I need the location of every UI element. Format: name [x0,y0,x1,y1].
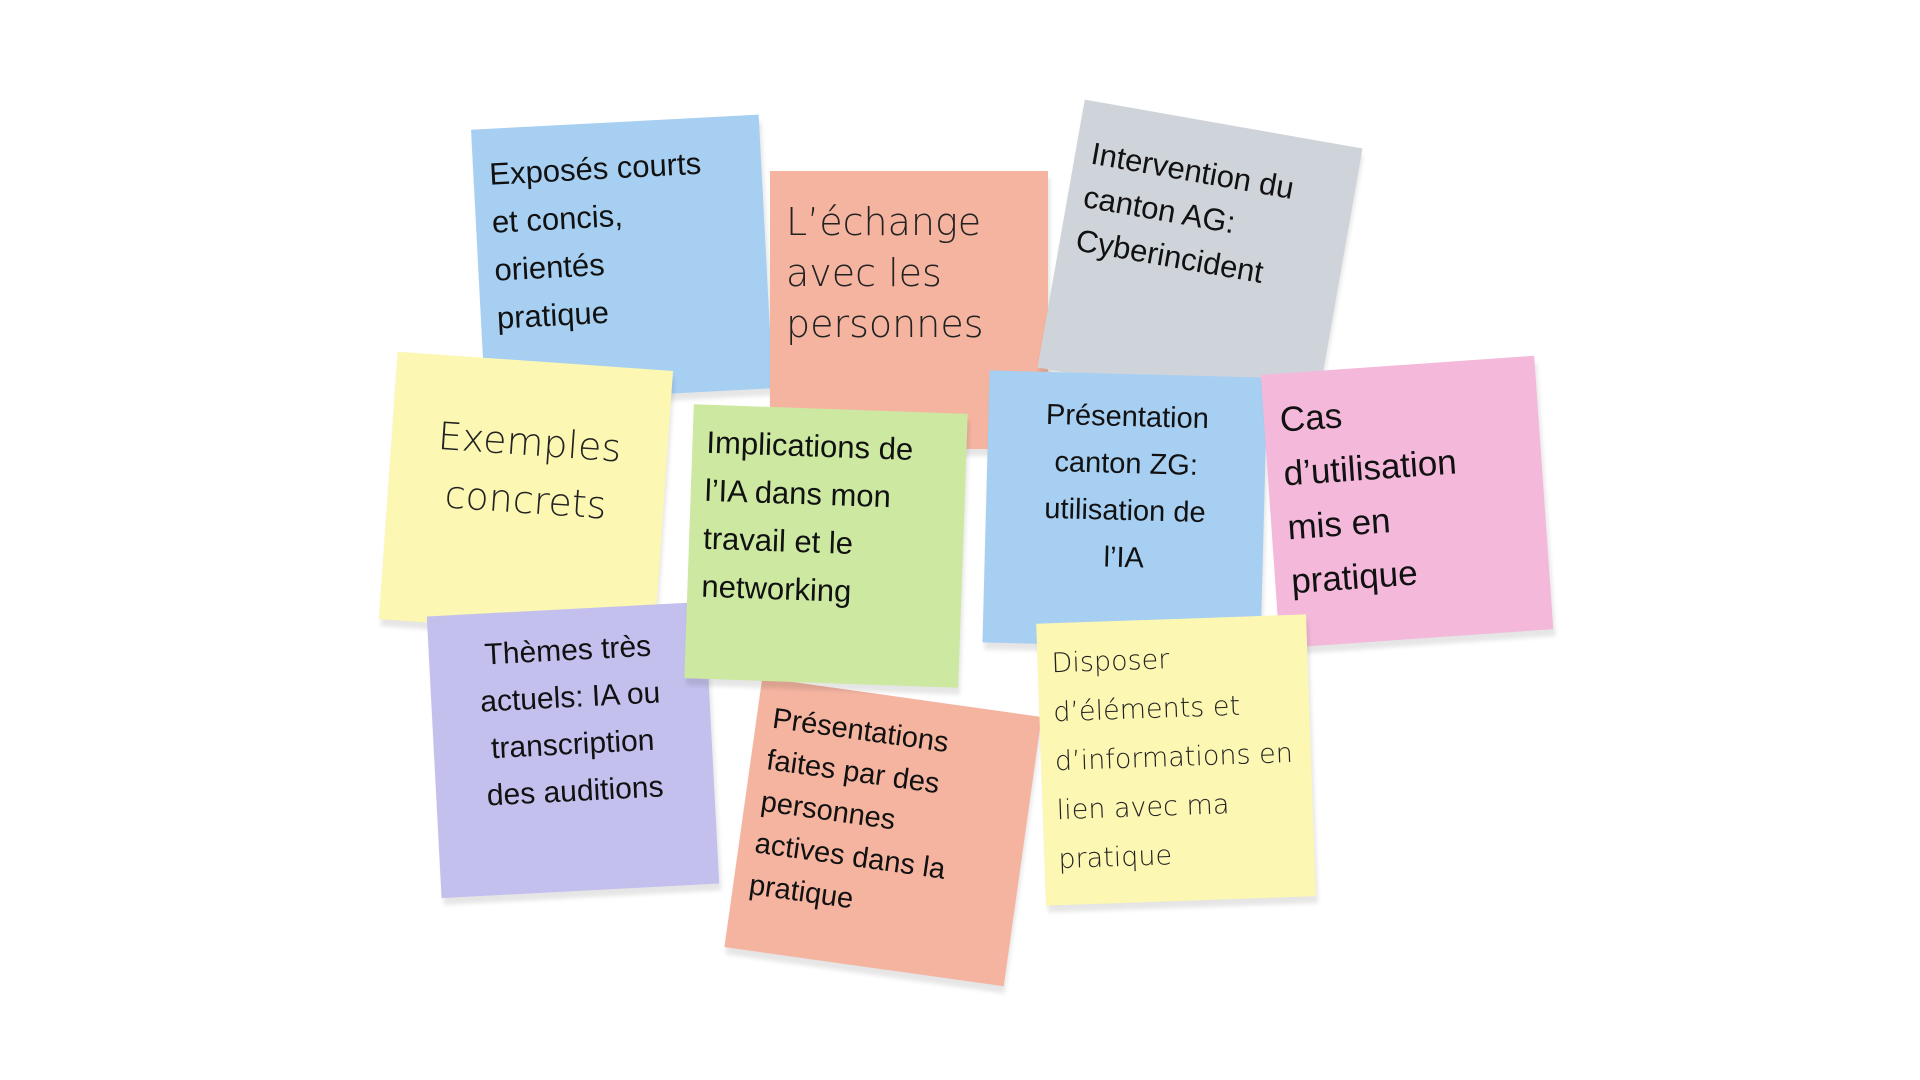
note-text: Thèmes très actuels: IA ou transcription… [479,629,665,813]
note-text: Disposer d’éléments et d’informations en… [1051,644,1294,876]
note-text: L’échange avec les personnes [786,200,984,346]
note-text: Exemples concrets [436,413,623,528]
sticky-note-presentation-zg: Présentation canton ZG: utilisation de l… [982,370,1268,650]
note-text: Présentation canton ZG: utilisation de l… [1043,398,1210,575]
sticky-note-echange: L’échange avec les personnes [770,171,1048,449]
sticky-note-themes: Thèmes très actuels: IA ou transcription… [426,601,720,899]
sticky-note-cas: Cas d’utilisation mis en pratique [1260,355,1554,649]
note-text: Intervention du canton AG: Cyberincident [1073,135,1297,290]
sticky-note-disposer: Disposer d’éléments et d’informations en… [1036,614,1316,906]
sticky-note-implications: Implications de l’IA dans mon travail et… [684,404,968,688]
note-text: Cas d’utilisation mis en pratique [1278,396,1458,602]
note-text: Implications de l’IA dans mon travail et… [700,424,914,609]
sticky-note-intervention: Intervention du canton AG: Cyberincident [1037,99,1363,417]
note-text: Exposés courts et concis, orientés prati… [488,145,702,336]
note-text: Présentations faites par des personnes a… [747,702,951,916]
sticky-note-presentations: Présentations faites par des personnes a… [724,677,1042,987]
sticky-note-exemples: Exemples concrets [378,351,674,639]
